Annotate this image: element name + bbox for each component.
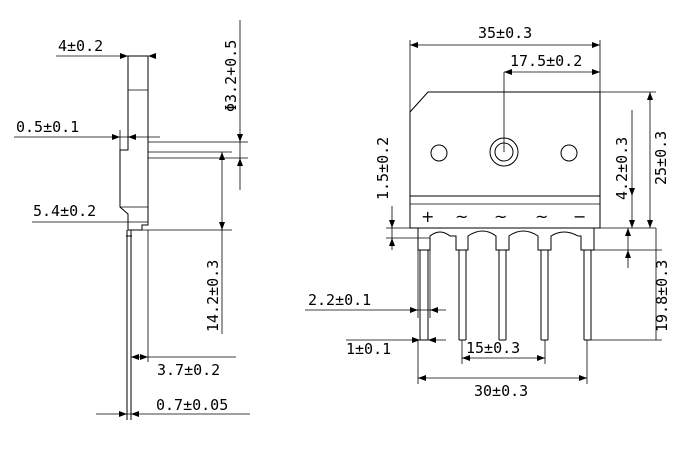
dim-lead-width: 2.2±0.1 bbox=[308, 291, 371, 309]
dim-arrow bbox=[579, 375, 587, 381]
dim-arrow bbox=[410, 307, 418, 313]
dim-pin-pitch: 15±0.3 bbox=[466, 339, 520, 357]
dim-lead-offset: 3.7±0.2 bbox=[157, 361, 220, 379]
dim-lead-height: 19.8±0.3 bbox=[653, 260, 671, 332]
side-view: 4±0.2 Φ3.2+0.5 0.5±0.1 5.4±0.2 14.2±0.3 … bbox=[14, 20, 250, 420]
dim-arrow bbox=[140, 354, 148, 360]
dim-arrow bbox=[625, 228, 631, 236]
dim-hole-center: 17.5±0.2 bbox=[510, 52, 582, 70]
dim-lead-thickness: 0.7±0.05 bbox=[156, 396, 228, 414]
dim-shoulder-height: 1.5±0.2 bbox=[374, 137, 392, 200]
dim-pin-span: 30±0.3 bbox=[474, 382, 528, 400]
dim-arrow bbox=[389, 238, 395, 246]
dim-arrow bbox=[389, 220, 395, 228]
dim-arrow bbox=[112, 134, 120, 140]
dim-overall-width: 35±0.3 bbox=[478, 24, 532, 42]
dim-arrow bbox=[592, 69, 600, 75]
dim-lead-length: 14.2±0.3 bbox=[204, 260, 222, 332]
dim-arrow bbox=[647, 220, 653, 228]
pin-label-minus: − bbox=[573, 207, 586, 226]
dim-arrow bbox=[647, 92, 653, 100]
dim-width-top: 4±0.2 bbox=[58, 37, 103, 55]
dim-arrow bbox=[119, 411, 127, 417]
side-body-outline bbox=[119, 55, 149, 231]
pin-label-ac3: ~ bbox=[535, 207, 548, 226]
dim-body-thickness: 5.4±0.2 bbox=[33, 202, 96, 220]
dim-arrow bbox=[418, 375, 426, 381]
dim-arrow bbox=[537, 355, 545, 361]
side-hole-right bbox=[560, 144, 578, 162]
dim-arrow bbox=[120, 53, 128, 59]
dim-arrow bbox=[625, 250, 631, 258]
dim-arrow bbox=[629, 220, 635, 228]
dim-offset: 0.5±0.1 bbox=[16, 118, 79, 136]
dim-arrow bbox=[237, 158, 243, 166]
front-view: + ~ ~ ~ − 35±0.3 bbox=[305, 24, 671, 400]
dim-overall-height: 25±0.3 bbox=[652, 131, 670, 185]
dim-arrow bbox=[410, 42, 418, 48]
dim-arrow bbox=[131, 411, 139, 417]
dim-arrow bbox=[128, 134, 136, 140]
dim-lead-tip: 1±0.1 bbox=[346, 340, 391, 358]
dim-hole-dia: Φ3.2+0.5 bbox=[222, 40, 240, 112]
front-lead-shoulders bbox=[417, 228, 595, 251]
dim-arrow bbox=[629, 188, 635, 196]
dim-arrow bbox=[428, 337, 436, 343]
dim-arrow bbox=[148, 53, 156, 59]
dim-arrow bbox=[412, 337, 420, 343]
pin-label-ac2: ~ bbox=[494, 207, 507, 226]
front-body-outline bbox=[409, 91, 601, 229]
dim-arrow bbox=[131, 354, 139, 360]
dim-arrow bbox=[219, 152, 225, 160]
dim-arrow bbox=[237, 134, 243, 142]
dim-arrow bbox=[462, 355, 470, 361]
dim-arrow bbox=[504, 69, 512, 75]
dim-arrow bbox=[592, 42, 600, 48]
pin-label-ac1: ~ bbox=[455, 207, 468, 226]
dim-arrow bbox=[219, 222, 225, 230]
side-hole-left bbox=[430, 144, 448, 162]
dim-arrow bbox=[430, 307, 438, 313]
dim-hole-height: 4.2±0.3 bbox=[613, 137, 631, 200]
pin-label-plus: + bbox=[421, 207, 434, 226]
